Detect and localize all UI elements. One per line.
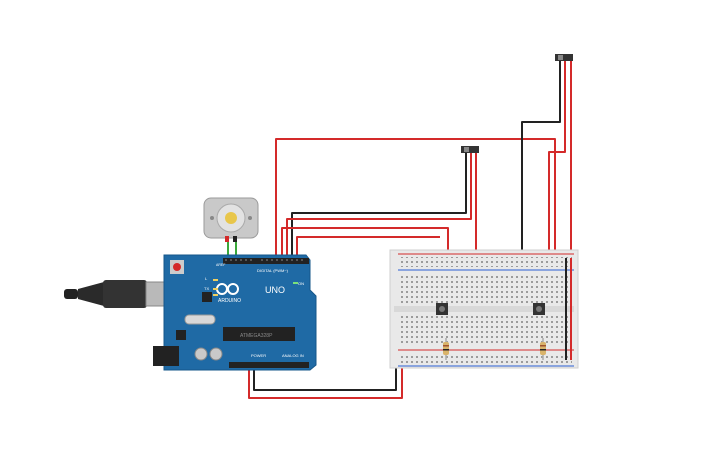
rx-led: [213, 294, 218, 296]
analog-label: ANALOG IN: [282, 353, 304, 358]
wire-red-5v-to-rail: [248, 364, 403, 399]
power-analog-header: [229, 362, 309, 368]
resistor-right[interactable]: [540, 338, 546, 360]
pushbutton-right[interactable]: [533, 303, 545, 315]
wire-black-gnd-to-rail: [253, 356, 397, 391]
center-divider: [394, 306, 574, 312]
aref-label: AREF: [216, 263, 225, 267]
resistor-left[interactable]: [443, 338, 449, 360]
ic-label: ATMEGA328P: [240, 333, 273, 339]
l-led: [213, 279, 218, 281]
capacitor-1: [194, 347, 208, 361]
arduino-uno-board[interactable]: ARDUINO UNO DIGITAL (PWM~) POWER ANALOG …: [153, 254, 317, 371]
capacitor-2: [209, 347, 223, 361]
tx-label: TX: [204, 286, 209, 291]
bottom-terminal-holes: [400, 316, 572, 343]
wire-red-switch-center-a: [286, 152, 472, 258]
usb-cable: [64, 280, 175, 308]
voltage-regulator: [176, 330, 186, 340]
wire-red-pin-to-button-left: [281, 227, 449, 258]
power-jack: [153, 346, 179, 366]
bottom-rail-holes: [400, 353, 572, 363]
on-led: [293, 282, 298, 284]
power-label: POWER: [251, 353, 266, 358]
tx-led: [213, 288, 218, 290]
wire-black-switch-center: [291, 152, 467, 258]
reset-icon: [173, 263, 181, 271]
wire-black-switch-right: [521, 60, 561, 258]
model-text: UNO: [265, 285, 285, 295]
top-terminal-holes: [400, 276, 572, 303]
logo-text: ARDUINO: [218, 298, 241, 304]
usb-chip: [202, 292, 212, 302]
on-label: ON: [298, 281, 304, 286]
pushbutton-left[interactable]: [436, 303, 448, 315]
l-label: L: [205, 276, 208, 281]
slide-switch-top-right[interactable]: [555, 54, 573, 61]
digital-label: DIGITAL (PWM~): [257, 268, 289, 273]
dc-motor[interactable]: [203, 197, 259, 242]
slide-switch-center[interactable]: [461, 146, 479, 153]
top-rail-holes: [400, 257, 572, 267]
wire-red-switch-right: [548, 60, 566, 259]
breadboard[interactable]: [389, 249, 579, 369]
atmega-chip: [223, 327, 295, 341]
crystal-oscillator: [184, 314, 216, 325]
wire-red-pin-to-breadboard-right: [275, 138, 556, 259]
wire-red-pin-to-gnd-rail: [296, 236, 440, 258]
